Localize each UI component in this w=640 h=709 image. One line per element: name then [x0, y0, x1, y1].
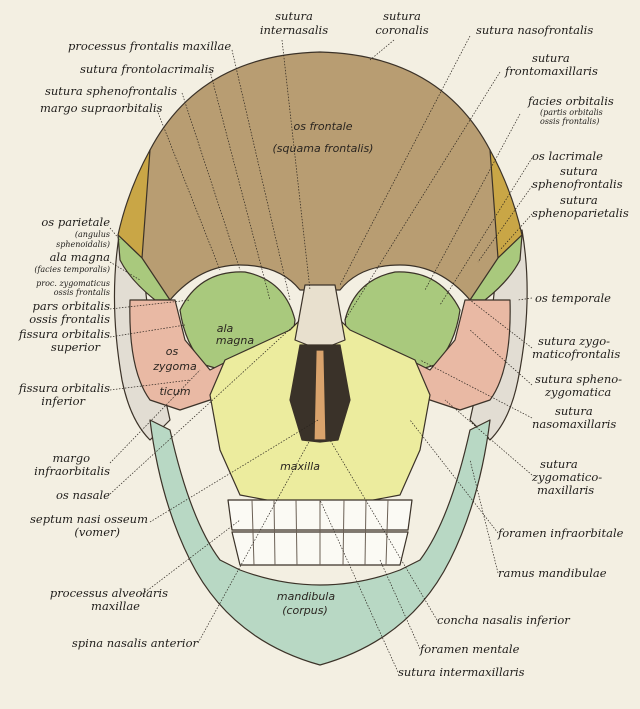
label-sutura-sphenofrontalis-left: sutura sphenofrontalis	[45, 84, 177, 98]
label-margo-infra-1: margo	[52, 451, 90, 465]
label-zygomaticomax-2: zygomatico-	[532, 470, 603, 484]
label-facies-orbitalis-2: (partis orbitalis	[540, 108, 603, 117]
label-nasomaxillaris-2: nasomaxillaris	[532, 417, 617, 431]
label-fissura-inf-2: inferior	[41, 394, 85, 408]
label-septum-2: (vomer)	[74, 525, 120, 539]
label-sphenoparietalis-2: sphenoparietalis	[532, 206, 629, 220]
label-os-parietale: os parietale	[41, 215, 110, 229]
label-pars-orbitalis-2: ossis frontalis	[29, 312, 110, 326]
label-fissura-inf-1: fissura orbitalis	[18, 381, 110, 395]
label-angulus-1: (angulus	[74, 230, 110, 239]
label-fissura-sup-2: superior	[50, 340, 100, 354]
label-zygomaticomax-1: sutura	[540, 457, 578, 471]
label-facies-temporalis: (facies temporalis)	[34, 265, 110, 274]
ala-magna-inner-label-1: ala	[216, 322, 234, 335]
label-foramen-mentale: foramen mentale	[420, 642, 520, 656]
vomer	[313, 349, 327, 441]
label-frontomax-2: frontomaxillaris	[505, 64, 598, 78]
ala-magna-inner-label-2: magna	[215, 334, 255, 347]
os-zygoma-label: os	[165, 345, 179, 358]
label-intermaxillaris: sutura intermaxillaris	[398, 665, 525, 679]
label-zygomaticofrontalis-2: maticofrontalis	[532, 347, 621, 361]
label-sutura-internasalis-2: internasalis	[259, 23, 329, 37]
label-pars-orbitalis-1: pars orbitalis	[32, 299, 110, 313]
label-sutura-internasalis-1: sutura	[275, 9, 313, 23]
label-sphenofrontalis-r2: sphenofrontalis	[532, 177, 623, 191]
label-proc-zygomaticus-1: proc. zygomaticus	[36, 279, 110, 288]
label-ala-magna: ala magna	[49, 250, 110, 264]
corpus-label: (corpus)	[282, 604, 328, 617]
zygomatic-left	[129, 299, 231, 411]
tooth-lines	[251, 499, 389, 566]
label-facies-orbitalis-3: ossis frontalis)	[540, 117, 600, 126]
zygomatic-right	[409, 299, 511, 411]
zygoma-label-2: ticum	[159, 385, 191, 398]
frontal-bone	[139, 51, 501, 301]
leader-lines	[109, 35, 533, 673]
nasal-bone	[294, 284, 346, 351]
label-processus-frontalis: processus frontalis maxillae	[68, 39, 232, 53]
label-sutura-coronalis-1: sutura	[383, 9, 421, 23]
label-sphenoparietalis-1: sutura	[560, 193, 598, 207]
label-os-temporale: os temporale	[535, 291, 611, 305]
mandible	[149, 419, 491, 666]
label-fissura-sup-1: fissura orbitalis	[18, 327, 110, 341]
label-spina: spina nasalis anterior	[71, 636, 198, 650]
label-concha: concha nasalis inferior	[437, 613, 570, 627]
label-os-nasale: os nasale	[56, 488, 110, 502]
label-septum-1: septum nasi osseum	[30, 512, 148, 526]
label-sutura-nasofrontalis: sutura nasofrontalis	[476, 23, 594, 37]
label-foramen-infraorbitale: foramen infraorbitale	[498, 526, 624, 540]
frontal-squama-label: (squama frontalis)	[272, 142, 374, 155]
zygoma-label-1: zygoma	[153, 360, 197, 373]
label-proc-zygomaticus-2: ossis frontalis	[53, 288, 110, 297]
label-margo-supraorbitalis: margo supraorbitalis	[40, 101, 163, 115]
label-facies-orbitalis-1: facies orbitalis	[528, 94, 614, 108]
label-angulus-2: sphenoidalis)	[56, 240, 110, 249]
label-margo-infra-2: infraorbitalis	[34, 464, 110, 478]
label-sphenozygomatica-1: sutura spheno-	[535, 372, 623, 386]
label-nasomaxillaris-1: sutura	[555, 404, 593, 418]
frontal-label: os frontale	[293, 120, 353, 133]
label-sphenofrontalis-r1: sutura	[560, 164, 598, 178]
label-ramus: ramus mandibulae	[498, 566, 607, 580]
mandibula-label: mandibula	[276, 590, 336, 603]
label-zygomaticofrontalis-1: sutura zygo-	[538, 334, 611, 348]
label-sphenozygomatica-2: zygomatica	[545, 385, 612, 399]
label-processus-alv-1: processus alveolaris	[49, 586, 168, 600]
label-sutura-frontolacrimalis: sutura frontolacrimalis	[80, 62, 215, 76]
label-sutura-coronalis-2: coronalis	[375, 23, 429, 37]
label-zygomaticomax-3: maxillaris	[537, 483, 595, 497]
label-processus-alv-2: maxillae	[91, 599, 140, 613]
maxilla-label: maxilla	[280, 460, 320, 473]
label-frontomax-1: sutura	[532, 51, 570, 65]
label-os-lacrimale: os lacrimale	[532, 149, 603, 163]
